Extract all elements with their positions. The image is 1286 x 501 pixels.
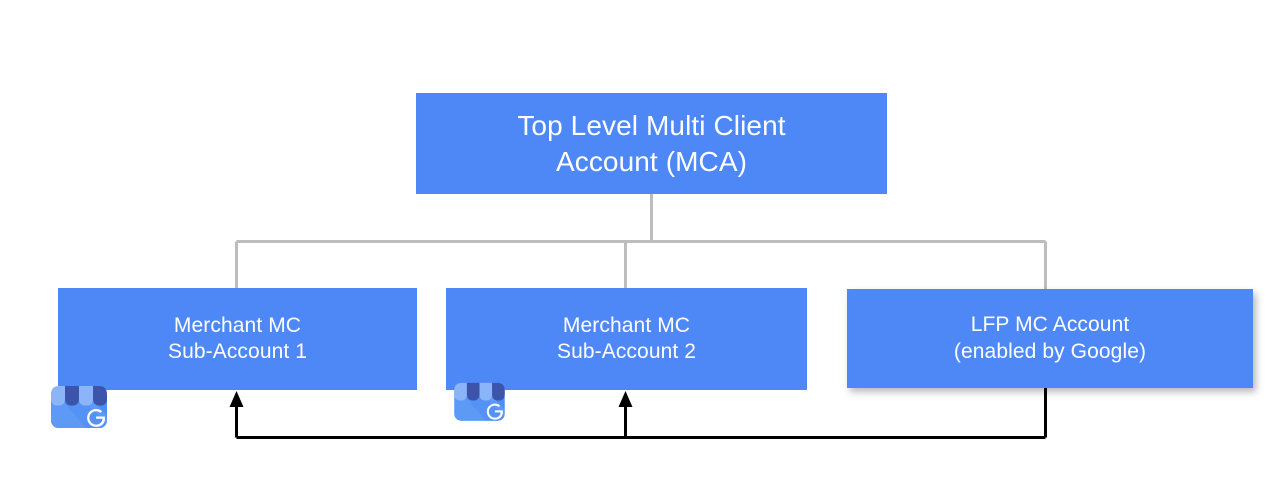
letter-g <box>486 403 503 420</box>
node-merchant-sub-account-2: Merchant MC Sub-Account 2 <box>446 288 807 390</box>
node-merchant-sub-account-1: Merchant MC Sub-Account 1 <box>58 288 417 390</box>
feedback-connector-group <box>235 388 1047 439</box>
google-my-business-icon <box>51 386 107 428</box>
feedback-arrowhead-sub2 <box>618 391 633 407</box>
node-merchant-sub-account-1-label: Merchant MC Sub-Account 1 <box>167 313 308 363</box>
node-lfp-mc-account: LFP MC Account (enabled by Google) <box>847 289 1253 388</box>
tree-connector-group <box>235 194 1047 289</box>
google-my-business-icon <box>454 382 505 421</box>
feedback-arrowhead-sub1 <box>229 391 244 407</box>
node-lfp-mc-account-label: LFP MC Account (enabled by Google) <box>953 313 1147 363</box>
node-merchant-sub-account-2-label: Merchant MC Sub-Account 2 <box>556 313 697 363</box>
awning-group <box>51 386 107 406</box>
node-top-level-mca-label: Top Level Multi Client Account (MCA) <box>517 110 786 177</box>
awning-group <box>454 382 505 401</box>
node-top-level-mca: Top Level Multi Client Account (MCA) <box>416 93 887 194</box>
letter-g <box>87 408 106 427</box>
